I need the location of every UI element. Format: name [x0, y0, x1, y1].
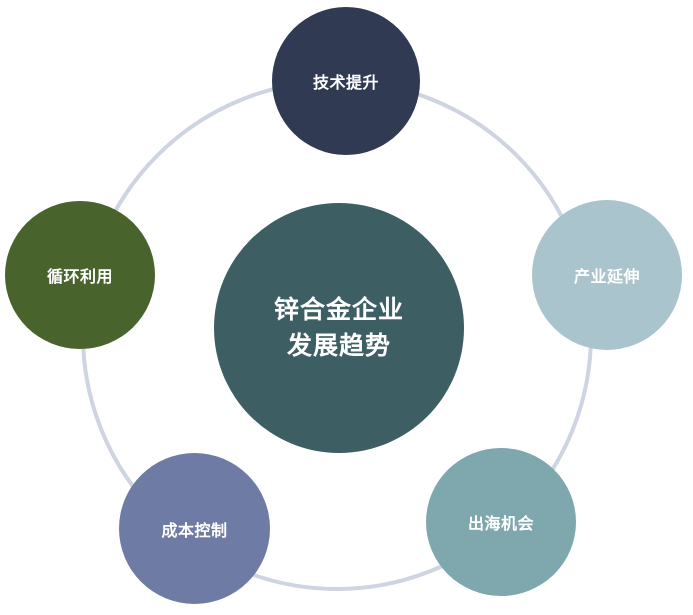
center-title-line-1: 锌合金企业 — [273, 295, 404, 324]
center-title-line-2: 发展趋势 — [286, 331, 391, 360]
node-industry-extension: 产业延伸 — [532, 200, 682, 350]
node-overseas-opportunity-label: 出海机会 — [467, 514, 534, 533]
node-tech-upgrade: 技术提升 — [272, 7, 420, 155]
node-cost-control-label: 成本控制 — [161, 520, 228, 540]
center-node: 锌合金企业 发展趋势 — [214, 203, 464, 453]
node-cost-control: 成本控制 — [119, 453, 270, 604]
node-recycling: 循环利用 — [5, 201, 155, 349]
node-recycling-label: 循环利用 — [46, 267, 113, 286]
node-overseas-opportunity: 出海机会 — [426, 448, 576, 596]
node-tech-upgrade-label: 技术提升 — [312, 73, 379, 92]
node-industry-extension-label: 产业延伸 — [573, 267, 640, 286]
